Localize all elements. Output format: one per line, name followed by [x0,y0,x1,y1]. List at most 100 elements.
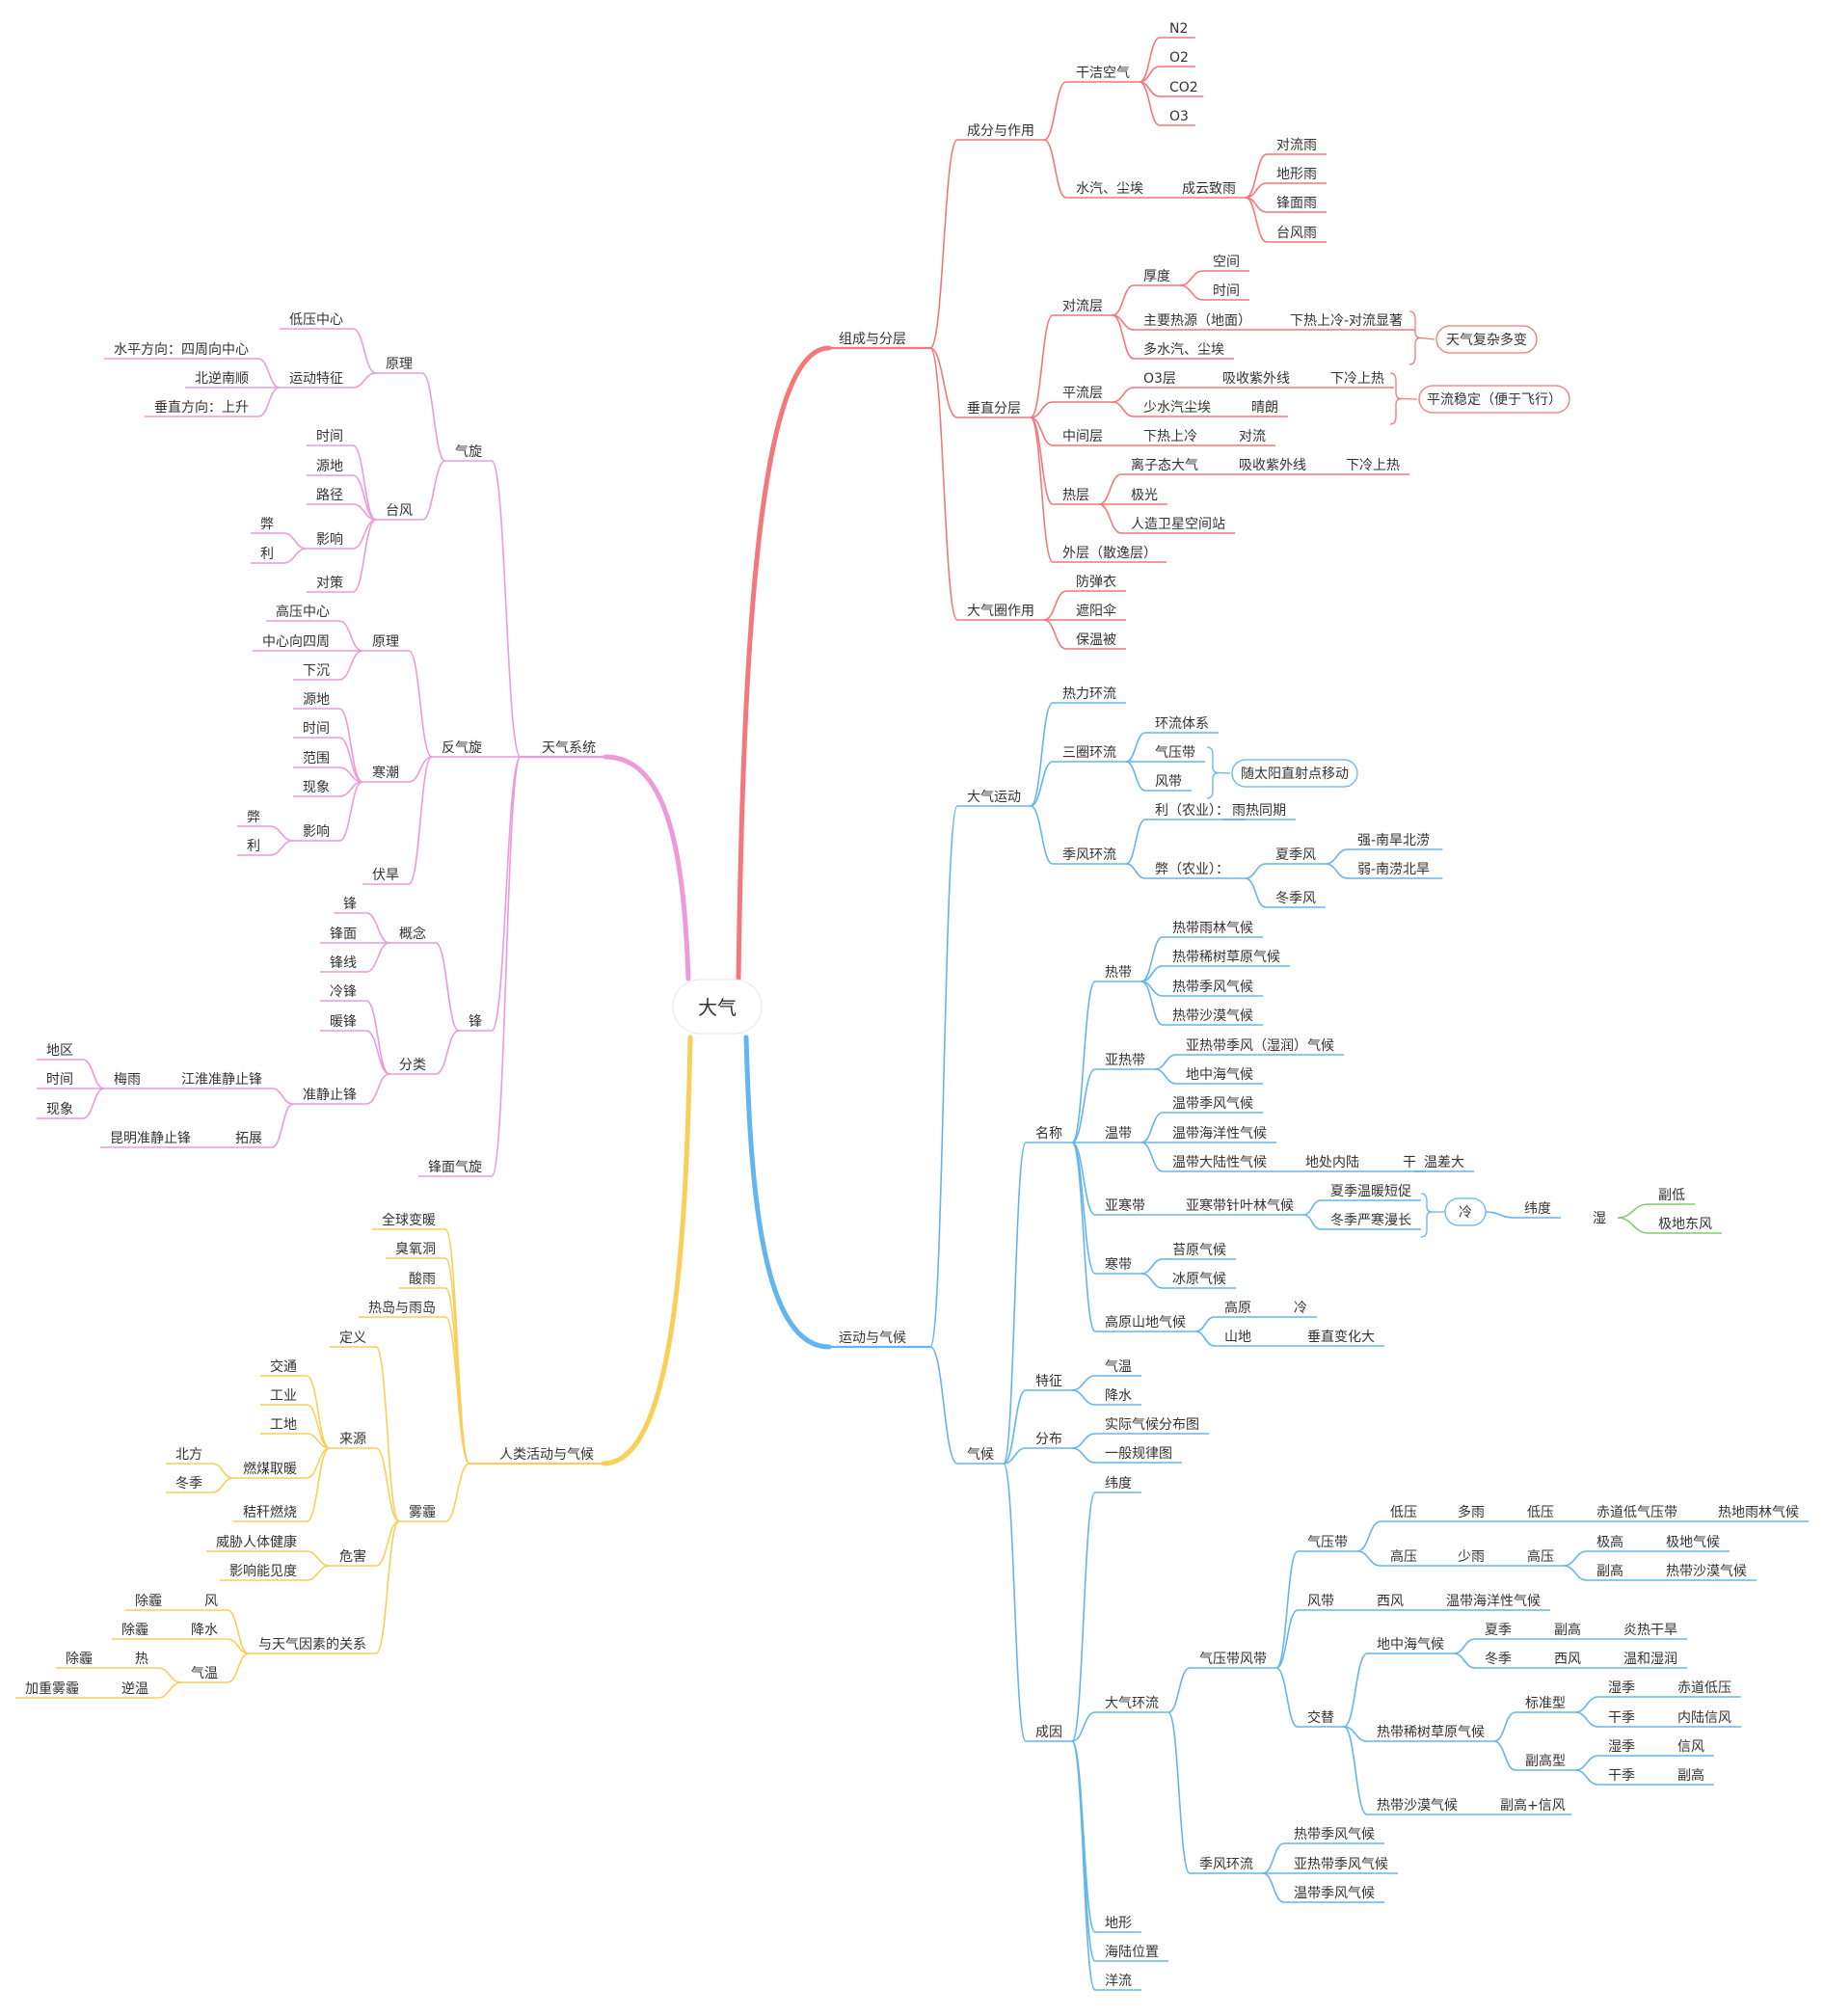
node-branches-b1-c2-pl-o3a[interactable]: 吸收紫外线 [1222,371,1290,387]
node-branches-b4-wm-ly-a[interactable]: 交通 [270,1358,297,1375]
node-branches-b1-c2-rc-lzb[interactable]: 下冷上热 [1346,458,1400,473]
node-branches-b2-label[interactable]: 运动与气候 [839,1331,906,1346]
node-branches-b3-qx-tf-label[interactable]: 台风 [386,503,413,519]
node-branches-b3-fq-hc-e1[interactable]: 弊 [247,810,260,825]
node-branches-b1-c2-zj-label[interactable]: 中间层 [1062,429,1103,444]
node-branches-b3-feng-gn-b[interactable]: 锋面 [330,927,357,942]
node-branches-b2-qh-cy-dq-qy-jt-sm-label[interactable]: 热带沙漠气候 [1377,1798,1458,1814]
node-branches-b2-yd-jf-dj[interactable]: 冬季风 [1275,891,1316,906]
node-branches-b3-qx-tf-d2[interactable]: 利 [260,547,274,562]
node-branches-b4-wm-dy[interactable]: 定义 [339,1331,366,1346]
node-branches-b4-wm-ly-d1[interactable]: 北方 [175,1447,202,1463]
node-branches-b3-feng-gn-a[interactable]: 锋 [343,897,357,912]
node-branches-b3-feng-gn-c[interactable]: 锋线 [330,955,357,971]
node-branches-b1-c2-dl-hd2[interactable]: 时间 [1213,283,1240,299]
node-branches-b2-qh-cy-label[interactable]: 成因 [1035,1725,1062,1740]
node-branches-b4-wm-label[interactable]: 雾霾 [409,1505,436,1520]
node-branches-b1-c2-zj-a[interactable]: 下热上冷 [1143,429,1197,444]
node-branches-b2-qh-cy-dq-jf-label[interactable]: 季风环流 [1199,1857,1253,1872]
node-branches-b1-c2-dl-hd1[interactable]: 空间 [1213,255,1240,270]
node-branches-b1-c2-rc-wx[interactable]: 人造卫星空间站 [1131,517,1225,532]
summary-cold[interactable]: 冷 [1459,1205,1472,1221]
node-branches-b1-c2-dl-rl[interactable]: 主要热源（地面） [1143,313,1251,329]
node-branches-b3-qx-tf-d[interactable]: 影响 [316,532,343,548]
node-branches-b1-c1-b-r3[interactable]: 锋面雨 [1276,196,1317,211]
node-branches-b2-qh-cy-dq-qy-qyd-dy2[interactable]: 低压 [1527,1505,1554,1520]
node-branches-b4-wm-ly-b[interactable]: 工业 [270,1388,297,1404]
node-branches-b2-qh-cy-dq-qy-jt-sm-a[interactable]: 副高+信风 [1500,1797,1566,1814]
node-branches-b2-qh-cy-dq-label[interactable]: 大气环流 [1105,1696,1159,1711]
node-branches-b2-qh-cy-dq-qy-qyd-dy4[interactable]: 热地雨林气候 [1718,1505,1799,1520]
node-branches-b1-label[interactable]: 组成与分层 [839,332,906,347]
node-branches-b2-qh-mc-gy-a1[interactable]: 冷 [1294,1301,1307,1316]
node-branches-b2-qh-cy-dq-qy-jt-xs-bz2[interactable]: 干季 [1608,1710,1635,1726]
node-branches-b4-wm-wh-label[interactable]: 危害 [339,1549,366,1565]
node-branches-b3-qx-label[interactable]: 气旋 [455,444,482,460]
node-branches-b1-c2-rc-label[interactable]: 热层 [1062,488,1089,503]
node-branches-b3-fq-label[interactable]: 反气旋 [442,740,482,756]
node-branches-b2-qh-mc-wd-b[interactable]: 温带海洋性气候 [1172,1126,1267,1142]
node-branches-b2-qh-cy-dq-qy-jt-xs-bz1a[interactable]: 赤道低压 [1677,1680,1731,1696]
node-branches-b1-c2-wc[interactable]: 外层（散逸层） [1062,546,1157,561]
node-branches-b3-qx-tf-a[interactable]: 时间 [316,429,343,444]
node-branches-b3-fq-yl-a[interactable]: 高压中心 [276,604,330,620]
node-branches-b1-c2-rc-lz[interactable]: 离子态大气 [1131,457,1198,473]
node-branches-b2-qh-cy-dq-qy-jt-xs-label[interactable]: 热带稀树草原气候 [1377,1725,1485,1740]
node-branches-b1-c1-label[interactable]: 成分与作用 [967,123,1034,139]
node-branches-b3-fq-hc-d[interactable]: 现象 [303,780,330,795]
node-branches-b4-wm-ly-c[interactable]: 工地 [270,1417,297,1433]
node-branches-b1-c3-c[interactable]: 保温被 [1076,632,1116,648]
node-branches-b2-qh-mc-gy-b1[interactable]: 垂直变化大 [1307,1329,1375,1345]
node-branches-b2-qh-cy-dq-qy-jt-dzh-da[interactable]: 西风 [1554,1652,1581,1667]
node-branches-b1-c2-pl-ss[interactable]: 少水汽尘埃 [1143,400,1211,416]
node-branches-b2-qh-cy-dq-qy-qyd-gy4a[interactable]: 热带沙漠气候 [1666,1564,1747,1579]
node-branches-b4-c[interactable]: 酸雨 [409,1272,436,1287]
node-branches-b2-yd-jf-bi[interactable]: 弊（农业）： [1155,862,1229,877]
node-branches-b2-qh-cy-dq-qy-jt-label[interactable]: 交替 [1307,1709,1334,1726]
node-branches-b3-feng-zj-my3[interactable]: 现象 [46,1102,73,1117]
node-branches-b2-qh-mc-hd-b[interactable]: 冰原气候 [1172,1272,1226,1287]
node-branches-b2-qh-cy-dq-qy-qyd-gy3[interactable]: 极高 [1596,1534,1623,1550]
node-branches-b1-c3-label[interactable]: 大气圈作用 [967,604,1034,619]
node-branches-b2-yd-jf-xj[interactable]: 夏季风 [1275,847,1316,863]
node-branches-b3-feng-zj-label[interactable]: 准静止锋 [303,1088,357,1103]
node-branches-b3-feng-zj-my1[interactable]: 地区 [46,1043,73,1059]
node-branches-b1-c1-b-r1[interactable]: 对流雨 [1276,138,1317,153]
floating-topic-wet[interactable]: 湿 [1593,1211,1606,1226]
node-branches-b2-qh-mc-yrd-label[interactable]: 亚热带 [1105,1053,1145,1068]
node-branches-b2-qh-cy-dq-qy-jt-dzh-xb[interactable]: 炎热干旱 [1623,1623,1677,1638]
node-branches-b2-qh-mc-label[interactable]: 名称 [1035,1126,1062,1142]
node-branches-b1-c2-pl-o3[interactable]: O3层 [1143,371,1176,387]
node-branches-b2-qh-tz-a[interactable]: 气温 [1105,1359,1132,1375]
node-branches-b3-feng-zj-my[interactable]: 梅雨 [114,1072,141,1088]
summary-branches-b1-c2-note1[interactable]: 天气复杂多变 [1446,332,1527,348]
node-branches-b4-wm-gx-nw[interactable]: 逆温 [121,1681,148,1697]
node-branches-b1-c1-b-r4[interactable]: 台风雨 [1276,226,1317,241]
node-branches-b2-qh-mc-wd-a[interactable]: 温带季风气候 [1172,1096,1253,1112]
summary-branches-b2-yd-note[interactable]: 随太阳直射点移动 [1241,766,1349,782]
node-branches-b2-qh-mc-yhd-a2[interactable]: 冬季严寒漫长 [1330,1212,1411,1228]
node-branches-b1-c2-zj-b[interactable]: 对流 [1239,429,1266,444]
node-branches-b1-c2-pl-o3b[interactable]: 下冷上热 [1330,371,1384,387]
node-branches-b3-fq-yl-b[interactable]: 中心向四周 [262,634,330,650]
node-branches-b1-c1-b-r2[interactable]: 地形雨 [1276,167,1317,182]
node-branches-b2-qh-mc-yhd-a[interactable]: 亚寒带针叶林气候 [1186,1197,1294,1214]
node-branches-b3-feng-fl-label[interactable]: 分类 [399,1058,426,1073]
node-branches-b3-fq-yl-label[interactable]: 原理 [372,634,399,650]
node-branches-b2-qh-cy-yl[interactable]: 洋流 [1105,1974,1132,1989]
node-branches-b3-feng-fl-a[interactable]: 冷锋 [330,984,357,1000]
node-branches-b1-c2-dl-ds[interactable]: 多水汽、尘埃 [1143,341,1224,358]
node-branches-b4-d[interactable]: 热岛与雨岛 [368,1301,436,1316]
node-branches-b4-a[interactable]: 全球变暖 [382,1212,436,1228]
node-branches-b3-qx-tf-d1[interactable]: 弊 [260,517,274,532]
node-branches-b2-yd-jf-label[interactable]: 季风环流 [1062,847,1116,863]
node-branches-b3-feng-fl-b[interactable]: 暖锋 [330,1014,357,1030]
node-branches-b2-qh-mc-rd-b[interactable]: 热带稀树草原气候 [1172,950,1280,965]
node-branches-b3-fq-fh[interactable]: 伏旱 [372,868,399,883]
node-branches-b4-wm-ly-e[interactable]: 秸秆燃烧 [243,1504,297,1520]
node-branches-b3-qx-yl-b2[interactable]: 北逆南顺 [195,371,249,387]
node-branches-b2-qh-mc-rd-a[interactable]: 热带雨林气候 [1172,921,1253,936]
node-branches-b4-wm-gx-jsa[interactable]: 除霾 [121,1623,148,1638]
node-branches-b2-yd-jf-li[interactable]: 利（农业）： [1155,803,1229,819]
node-branches-b3-fq-hc-e[interactable]: 影响 [303,824,330,840]
